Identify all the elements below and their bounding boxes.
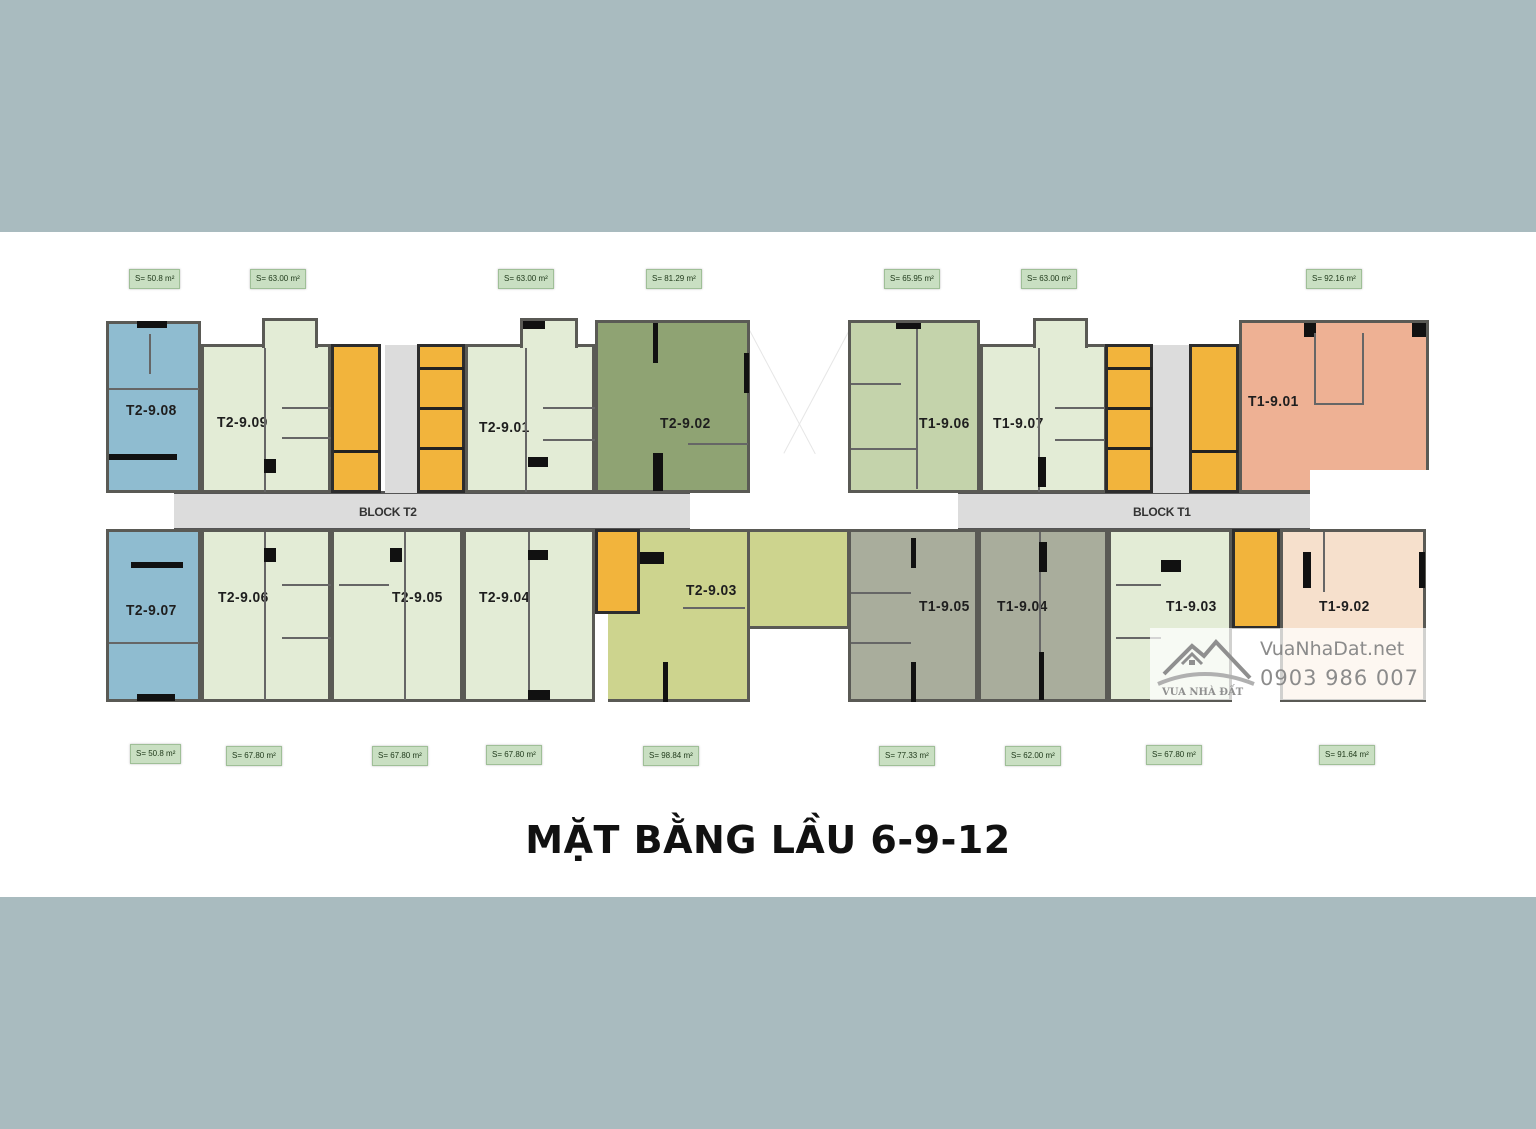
area-tag-t2-909: S= 63.00 m² — [250, 269, 306, 289]
watermark: VUA NHÀ ĐẤT VuaNhaDat.net 0903 986 007 — [1150, 628, 1428, 700]
corridor-spur-t2 — [385, 345, 417, 493]
area-tag-t2-902: S= 81.29 m² — [646, 269, 702, 289]
unit-t2-902[interactable]: T2-9.02 — [595, 320, 750, 493]
unit-code: T2-9.07 — [126, 602, 177, 619]
unit-code: T2-9.05 — [392, 589, 443, 606]
unit-t1-907-bay — [1033, 318, 1088, 348]
area-tag-t2-907: S= 50.8 m² — [130, 744, 182, 764]
unit-code: T1-9.03 — [1166, 598, 1217, 615]
area-tag-t1-905: S= 77.33 m² — [879, 746, 935, 766]
unit-code: T1-9.04 — [997, 598, 1048, 615]
area-tag-t2-908: S= 50.8 m² — [129, 269, 181, 289]
stair-core-t1-a — [1189, 344, 1239, 493]
area-tag-t2-903: S= 98.84 m² — [643, 746, 699, 766]
unit-t1-901[interactable]: T1-9.01 — [1239, 320, 1429, 493]
unit-t1-907[interactable]: T1-9.07 — [980, 344, 1107, 493]
unit-t2-903-wing — [747, 529, 850, 629]
unit-code: T2-9.04 — [479, 589, 530, 606]
block-label-t1: BLOCK T1 — [1133, 505, 1191, 519]
stair-core-t2-b-front — [595, 529, 640, 614]
unit-t1-901-cutout — [1310, 470, 1432, 530]
unit-code: T2-9.09 — [217, 414, 268, 431]
unit-code: T1-9.06 — [919, 415, 970, 432]
area-tag-t2-901: S= 63.00 m² — [498, 269, 554, 289]
unit-t2-901-bay — [520, 318, 578, 348]
unit-t2-907[interactable]: T2-9.07 — [106, 529, 201, 702]
unit-t2-905[interactable]: T2-9.05 — [331, 529, 463, 702]
watermark-site: VuaNhaDat.net — [1260, 638, 1405, 660]
unit-t2-904[interactable]: T2-9.04 — [463, 529, 595, 702]
unit-t1-905[interactable]: T1-9.05 — [848, 529, 978, 702]
corridor-block-t2: BLOCK T2 — [174, 491, 690, 531]
unit-code: T1-9.02 — [1319, 598, 1370, 615]
unit-code: T2-9.06 — [218, 589, 269, 606]
unit-code: T2-9.01 — [479, 419, 530, 436]
unit-code: T2-9.02 — [660, 415, 711, 432]
unit-code: T1-9.01 — [1248, 393, 1299, 410]
unit-t1-904[interactable]: T1-9.04 — [978, 529, 1108, 702]
unit-t2-909[interactable]: T2-9.09 — [201, 344, 332, 493]
area-tag-t1-907: S= 63.00 m² — [1021, 269, 1077, 289]
elevator-core-t1 — [1105, 344, 1153, 493]
unit-t2-908[interactable]: T2-9.08 — [106, 321, 201, 493]
stair-core-t2-a — [331, 344, 381, 493]
area-tag-t1-904: S= 62.00 m² — [1005, 746, 1061, 766]
house-logo-icon: VUA NHÀ ĐẤT — [1157, 639, 1255, 698]
svg-text:VUA NHÀ ĐẤT: VUA NHÀ ĐẤT — [1161, 685, 1244, 698]
area-tag-t1-903: S= 67.80 m² — [1146, 745, 1202, 765]
elevator-core-t2 — [417, 344, 465, 493]
page-title: MẶT BẰNG LẦU 6-9-12 — [525, 818, 1011, 862]
unit-t1-906[interactable]: T1-9.06 — [848, 320, 980, 493]
block-label-t2: BLOCK T2 — [359, 505, 417, 519]
unit-code: T2-9.08 — [126, 402, 177, 419]
unit-t2-901[interactable]: T2-9.01 — [465, 344, 595, 493]
unit-t2-906[interactable]: T2-9.06 — [201, 529, 332, 702]
area-tag-t2-905: S= 67.80 m² — [372, 746, 428, 766]
stair-core-t1-b — [1232, 529, 1280, 629]
watermark-phone: 0903 986 007 — [1260, 666, 1419, 690]
unit-code: T1-9.05 — [919, 598, 970, 615]
area-tag-t1-901: S= 92.16 m² — [1306, 269, 1362, 289]
corridor-block-t1: BLOCK T1 — [958, 491, 1310, 531]
area-tag-t2-906: S= 67.80 m² — [226, 746, 282, 766]
unit-t2-909-bay — [262, 318, 318, 348]
area-tag-t2-904: S= 67.80 m² — [486, 745, 542, 765]
unit-code: T1-9.07 — [993, 415, 1044, 432]
corridor-spur-t1 — [1153, 345, 1189, 493]
unit-t2-903[interactable]: T2-9.03 — [608, 529, 750, 702]
area-tag-t1-902: S= 91.64 m² — [1319, 745, 1375, 765]
unit-code: T2-9.03 — [686, 582, 737, 599]
area-tag-t1-906: S= 65.95 m² — [884, 269, 940, 289]
